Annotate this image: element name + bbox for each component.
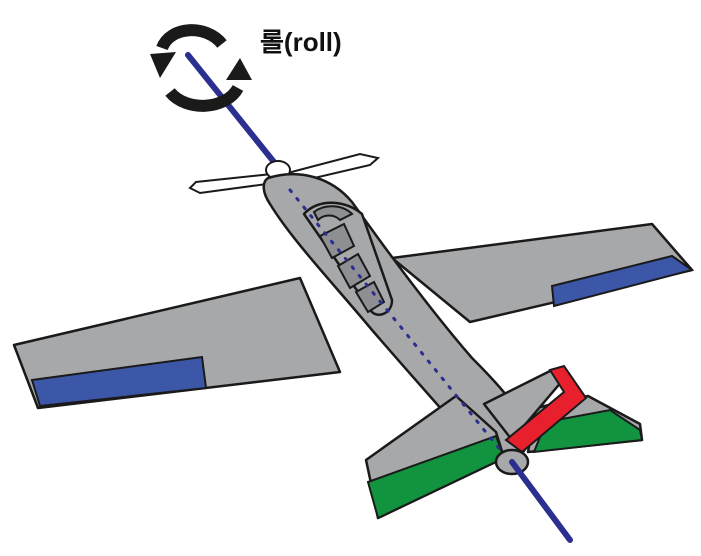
roll-axis-line-upper [185,52,285,175]
left-aileron [30,355,208,408]
left-wing [12,276,342,410]
canopy [302,201,394,316]
roll-axis-centerline [288,188,512,464]
roll-axis-label: 롤(roll) [260,27,342,57]
roll-rotation-arrows-icon [150,24,252,112]
right-elevator [532,408,644,454]
right-wing [390,222,695,324]
right-aileron [550,254,695,308]
roll-axis-line-lower [509,459,573,543]
